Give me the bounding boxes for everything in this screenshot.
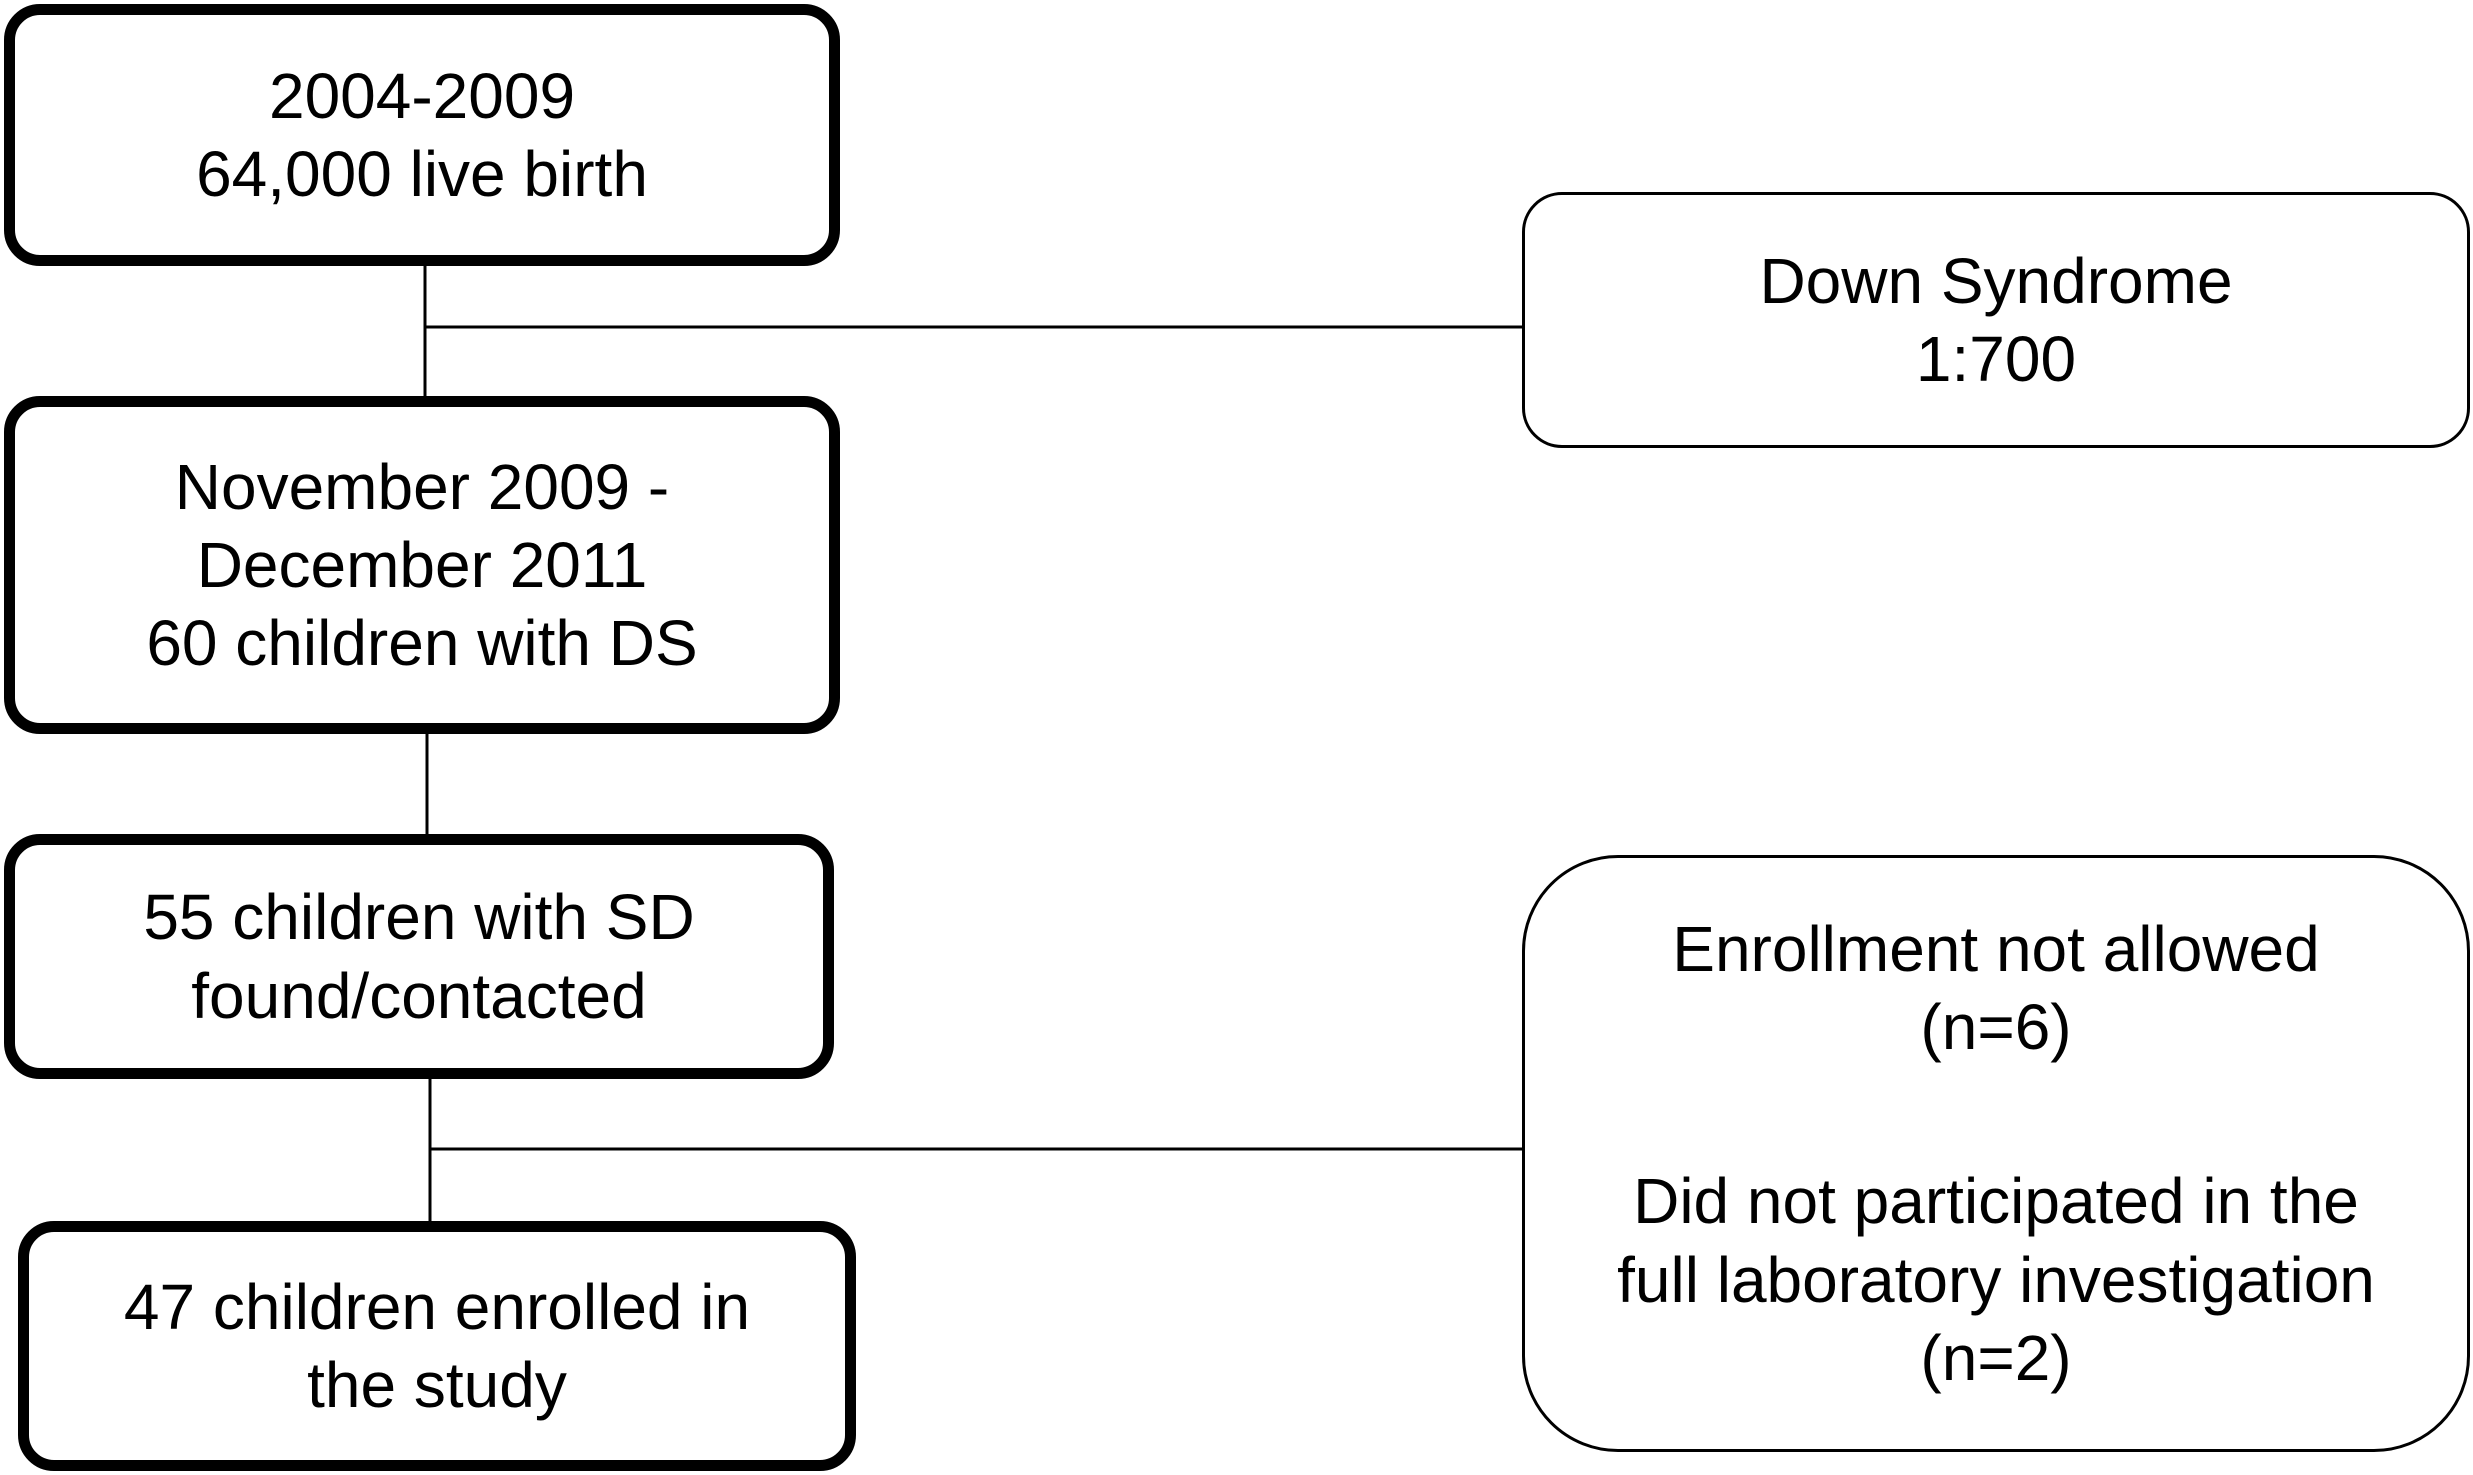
exclusion-incomplete-label-1: Did not participated in the [1633,1165,2359,1238]
step-enrolled-label: the study [307,1349,567,1421]
step-live-births-box: 2004-2009 64,000 live birth [4,4,840,266]
exclusion-incomplete-count: (n=2) [1920,1321,2072,1394]
step-enrolled-box: 47 children enrolled in the study [18,1221,856,1471]
step-ds-children-box: November 2009 - December 2011 60 childre… [4,396,840,734]
step-ds-count: 60 children with DS [146,607,698,680]
step-ds-period-start: November 2009 - [174,450,670,523]
step-contacted-label: found/contacted [191,959,647,1032]
exclusion-not-allowed-count: (n=6) [1920,991,2072,1064]
step-live-births-count: 64,000 live birth [196,138,648,210]
exclusion-not-allowed-label: Enrollment not allowed [1672,913,2320,986]
step-ds-period-end: December 2011 [196,528,648,601]
step-contacted-box: 55 children with SD found/contacted [4,834,834,1079]
step-live-births-period: 2004-2009 [268,59,576,132]
step-contacted-count: 55 children with SD [143,881,695,954]
exclusions-box: Enrollment not allowed (n=6) Did not par… [1522,855,2470,1452]
prevalence-ratio: 1:700 [1915,323,2077,395]
prevalence-label: Down Syndrome [1759,244,2233,317]
exclusion-incomplete-label-2: full laboratory investigation [1617,1243,2375,1316]
step-enrolled-count: 47 children enrolled in [123,1270,751,1343]
down-syndrome-prevalence-box: Down Syndrome 1:700 [1522,192,2470,448]
